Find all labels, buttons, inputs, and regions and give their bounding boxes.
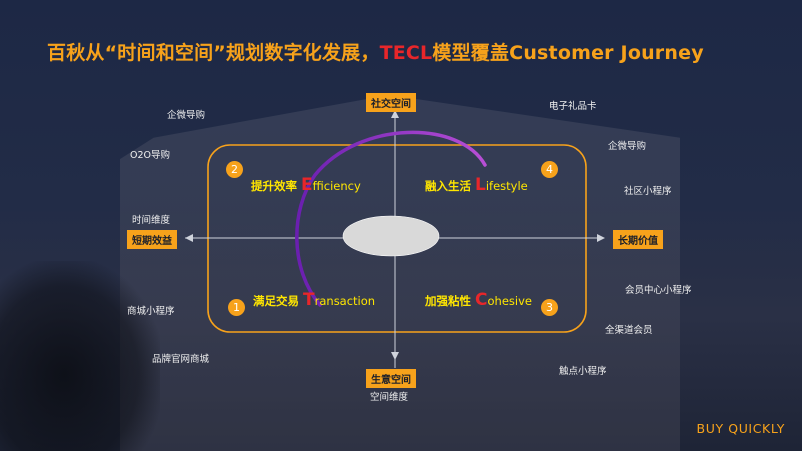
label-omnichannel-member: 全渠道会员 (605, 325, 653, 336)
label-mall-miniprogram: 商城小程序 (127, 306, 175, 317)
label-wechat-guide-right: 企微导购 (608, 141, 647, 152)
quadrant-cohesive: 加强粘性 Cohesive (425, 290, 532, 310)
quadrant-transaction: 满足交易 Transaction (253, 290, 376, 310)
quadrant-lifestyle: 融入生活 Lifestyle (425, 175, 528, 195)
time-dimension-caption: 时间维度 (132, 215, 171, 226)
label-member-center-miniprogram: 会员中心小程序 (625, 285, 692, 296)
tree-silhouette (0, 261, 160, 451)
quadrant-number: 4 (541, 161, 558, 178)
axis-label-left: 短期效益 (127, 230, 177, 249)
quadrant-efficiency: 提升效率 Efficiency (251, 175, 361, 195)
label-touchpoint-miniprogram: 触点小程序 (559, 366, 607, 377)
center-ellipse (342, 215, 440, 257)
brand-logo: BUY QUICKLY (696, 421, 785, 436)
axis-label-bottom: 生意空间 (366, 369, 416, 388)
quadrant-number: 2 (226, 161, 243, 178)
axis-label-right: 长期价值 (613, 230, 663, 249)
label-wechat-guide-left: 企微导购 (167, 110, 206, 121)
label-o2o-guide: O2O导购 (130, 150, 170, 161)
space-dimension-caption: 空间维度 (370, 392, 409, 403)
journey-arc (295, 130, 487, 307)
label-e-gift-card: 电子礼品卡 (549, 101, 597, 112)
label-brand-official-mall: 品牌官网商城 (152, 354, 210, 365)
label-community-miniprogram: 社区小程序 (624, 186, 672, 197)
page-title: 百秋从“时间和空间”规划数字化发展，TECL模型覆盖Customer Journ… (47, 42, 704, 64)
quadrant-number: 1 (228, 299, 245, 316)
quadrant-number: 3 (541, 299, 558, 316)
axis-label-top: 社交空间 (366, 93, 416, 112)
